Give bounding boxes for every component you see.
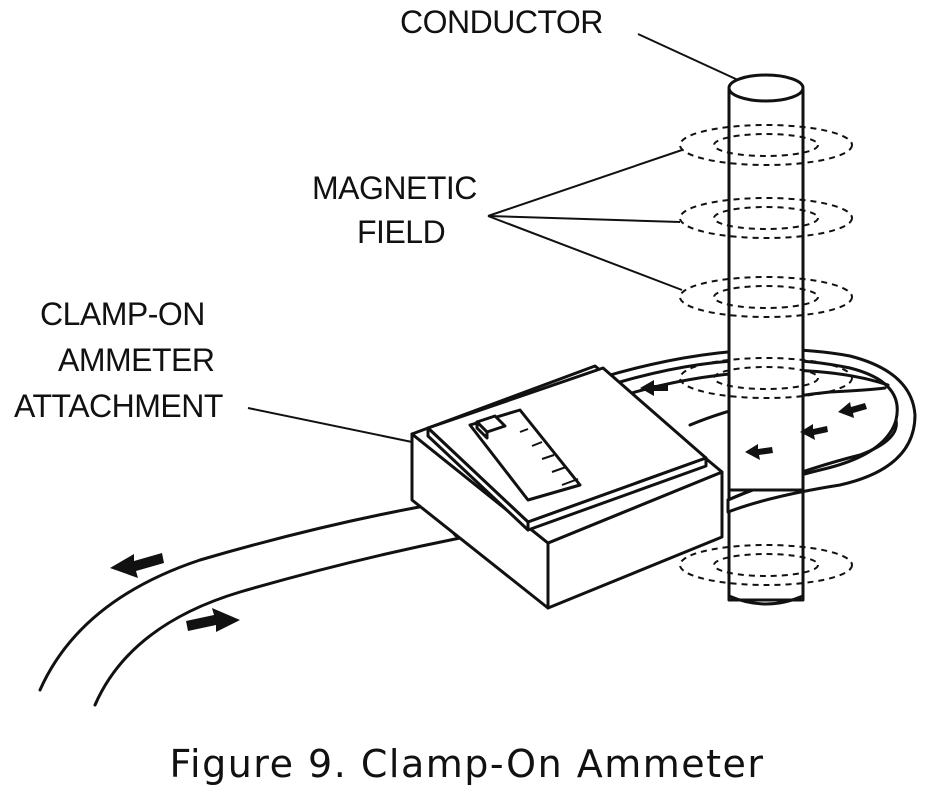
magnetic-field-ring-1 <box>679 124 853 166</box>
label-ammeter: AMMETER <box>58 342 215 378</box>
magnetic-field-ring-4 <box>679 357 853 399</box>
leader-lines <box>247 33 739 443</box>
magnetic-field-ring-3 <box>679 276 853 318</box>
magnetic-field-ring-2 <box>679 197 853 239</box>
jaw-current-arrows <box>640 380 867 460</box>
label-attachment: ATTACHMENT <box>14 388 223 424</box>
meter-body <box>410 364 724 610</box>
meter-cable <box>38 502 476 707</box>
figure-caption: Figure 9. Clamp-On Ammeter <box>169 742 765 786</box>
cable-current-arrows <box>110 553 240 632</box>
label-magnetic: MAGNETIC <box>312 170 477 206</box>
label-clamp-on: CLAMP-ON <box>40 296 205 332</box>
magnetic-field-ring-bottom <box>679 544 853 586</box>
label-conductor: CONDUCTOR <box>400 4 603 40</box>
label-field: FIELD <box>357 214 446 250</box>
conductor-upper <box>727 73 805 492</box>
